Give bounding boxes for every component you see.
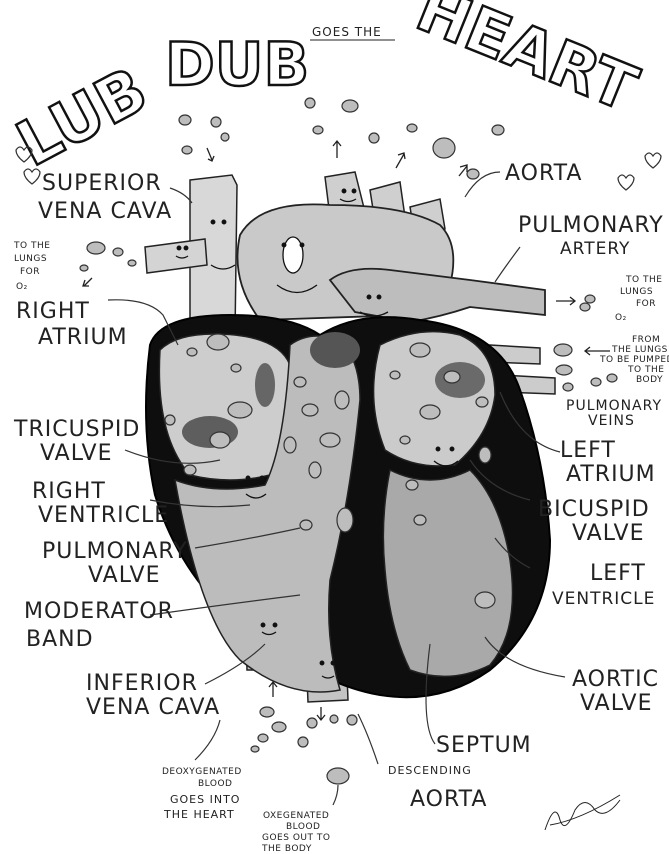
- label-aorta: AORTA: [505, 161, 582, 186]
- label-superior-vena-cava-2: VENA CAVA: [38, 199, 172, 224]
- label-deoxy-2: BLOOD: [198, 779, 232, 789]
- heart-doodle-icon: [618, 175, 634, 190]
- label-tricuspid-1: TRICUSPID: [13, 417, 140, 442]
- arrow-up-icon: [459, 165, 467, 176]
- label-to-lungs-r-1: TO THE: [625, 275, 662, 285]
- arrow-left-icon: [585, 347, 610, 355]
- label-bicuspid-1: BICUSPID: [538, 497, 650, 522]
- label-to-lungs-4: O₂: [16, 282, 28, 292]
- label-pulmonary-artery-2: ARTERY: [560, 239, 630, 259]
- label-right-atrium-1: RIGHT: [16, 299, 90, 324]
- label-aortic-valve-1: AORTIC: [572, 667, 659, 692]
- label-from-lungs-5: BODY: [636, 375, 663, 385]
- label-septum: SEPTUM: [436, 733, 532, 758]
- label-oxy-2: BLOOD: [286, 822, 320, 832]
- heart-doodle-icon: [645, 153, 661, 168]
- heart-body: [145, 172, 555, 702]
- label-oxy-4: THE BODY: [261, 844, 312, 854]
- arrow-up-icon: [333, 141, 341, 158]
- label-deoxy-4: THE HEART: [163, 808, 235, 821]
- label-to-lungs-r-2: LUNGS: [620, 287, 653, 297]
- shadow: [310, 332, 360, 368]
- label-descending-1: DESCENDING: [388, 764, 472, 777]
- label-to-lungs-r-3: FOR: [636, 299, 656, 309]
- label-moderator-2: BAND: [26, 627, 94, 652]
- label-superior-vena-cava-1: SUPERIOR: [42, 171, 162, 196]
- label-from-lungs-4: TO THE: [627, 365, 664, 375]
- right-atrium-chamber: [159, 334, 290, 480]
- label-descending-2: AORTA: [410, 787, 487, 812]
- label-to-lungs-3: FOR: [20, 267, 40, 277]
- pulmonary-trunk: [330, 269, 545, 322]
- label-to-lungs-1: TO THE: [13, 241, 50, 251]
- arrow-down-icon: [207, 148, 214, 161]
- label-ivc-1: INFERIOR: [86, 671, 198, 696]
- label-deoxy-3: GOES INTO: [170, 793, 240, 806]
- label-right-ventricle-2: VENTRICLE: [38, 503, 169, 528]
- label-from-lungs-1: FROM: [632, 335, 660, 345]
- title-heart: HEART: [407, 0, 647, 126]
- arrow-down-icon: [83, 278, 92, 286]
- label-pulmonary-artery-1: PULMONARY: [518, 213, 664, 238]
- label-oxy-3: GOES OUT TO: [262, 833, 330, 843]
- label-aortic-valve-2: VALVE: [580, 691, 652, 716]
- label-oxy-1: OXEGENATED: [263, 811, 329, 821]
- title-dub: DUB: [165, 30, 309, 100]
- title-group: LUB DUB GOES THE HEART: [5, 0, 647, 181]
- label-left-atrium-1: LEFT: [560, 438, 616, 463]
- title-goes-the: GOES THE: [312, 25, 382, 39]
- label-pulmonary-valve-1: PULMONARY: [42, 539, 188, 564]
- signature: [545, 795, 620, 830]
- label-right-ventricle-1: RIGHT: [32, 479, 106, 504]
- label-moderator-1: MODERATOR: [24, 599, 174, 624]
- label-ivc-2: VENA CAVA: [86, 695, 220, 720]
- arrow-down-icon: [317, 707, 325, 720]
- label-right-atrium-2: ATRIUM: [38, 325, 128, 350]
- title-lub: LUB: [5, 53, 158, 181]
- label-from-lungs-2: THE LUNGS: [611, 345, 668, 355]
- label-from-lungs-3: TO BE PUMPED: [599, 355, 669, 365]
- label-to-lungs-r-4: O₂: [615, 313, 627, 323]
- label-left-atrium-2: ATRIUM: [566, 462, 656, 487]
- label-left-ventricle-2: VENTRICLE: [552, 589, 655, 609]
- arrow-up-icon: [396, 153, 405, 168]
- label-pulm-veins-2: VEINS: [588, 413, 635, 429]
- label-tricuspid-2: VALVE: [40, 441, 112, 466]
- shadow: [255, 363, 275, 407]
- shadow: [435, 362, 485, 398]
- label-left-ventricle-1: LEFT: [590, 561, 646, 586]
- label-to-lungs-2: LUNGS: [14, 254, 47, 264]
- label-pulm-veins-1: PULMONARY: [566, 398, 662, 414]
- arrow-right-icon: [556, 297, 575, 305]
- label-bicuspid-2: VALVE: [572, 521, 644, 546]
- label-deoxy-1: DEOXYGENATED: [162, 767, 242, 777]
- label-pulmonary-valve-2: VALVE: [88, 563, 160, 588]
- arrow-up-icon: [269, 682, 277, 697]
